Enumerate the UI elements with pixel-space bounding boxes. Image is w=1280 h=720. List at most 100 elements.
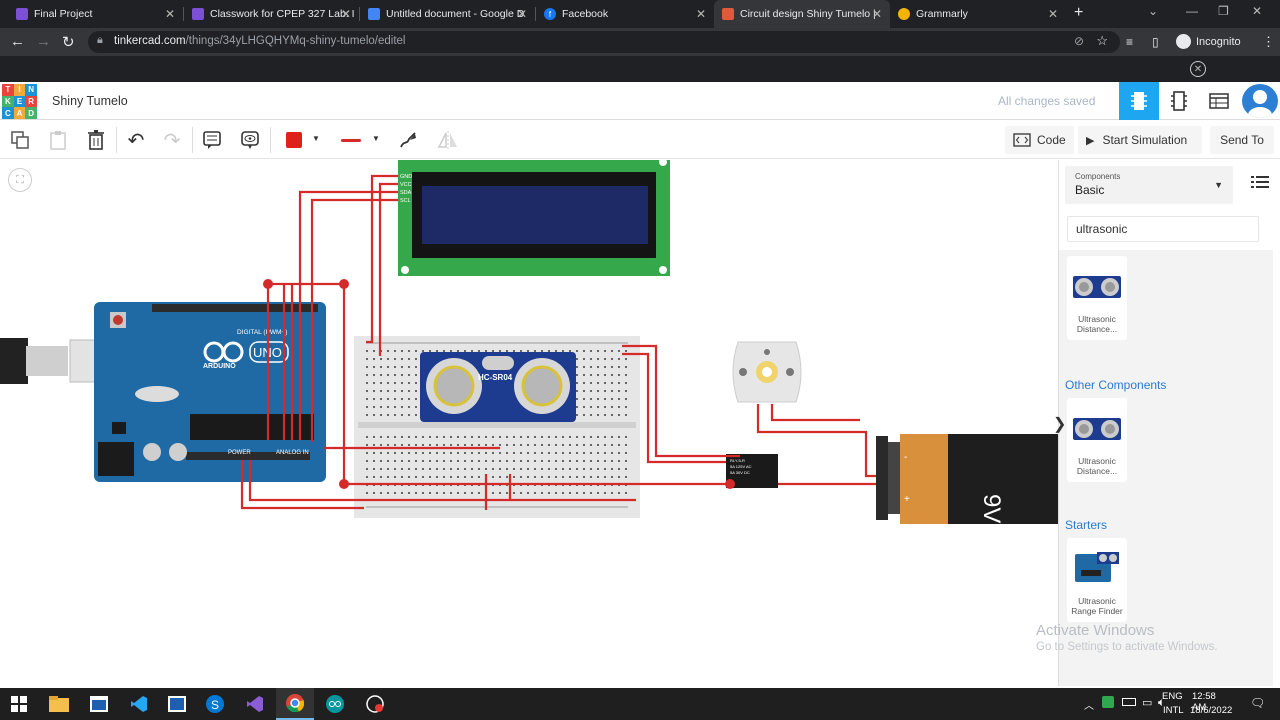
battery-label: 9V: [978, 494, 1005, 523]
circuit-view-button[interactable]: [1119, 82, 1159, 120]
component-card[interactable]: Ultrasonic Range Finder: [1067, 538, 1127, 622]
network-icon[interactable]: ▭: [1142, 697, 1153, 709]
tinkercad-logo[interactable]: T I N K E R C A D: [2, 84, 37, 119]
lcd-pin-label: GND: [400, 174, 412, 180]
browser-tab[interactable]: Untitled document - Google D ✕: [360, 0, 535, 28]
list-view-button[interactable]: [1251, 174, 1271, 194]
lcd-i2c-display[interactable]: GND VCC SDA SCL: [398, 160, 670, 276]
arduino-ide-icon[interactable]: [316, 688, 354, 720]
battery-icon[interactable]: [1122, 698, 1136, 706]
tab-title: Facebook: [562, 8, 609, 20]
toggle-notes-button[interactable]: [238, 128, 262, 152]
maximize-icon[interactable]: ❐: [1218, 4, 1229, 18]
browser-tab[interactable]: Grammarly ✕: [890, 0, 1066, 28]
minimize-icon[interactable]: —: [1186, 4, 1198, 18]
tab-title: Grammarly: [916, 8, 968, 20]
tab-search-icon[interactable]: ⌄: [1148, 4, 1159, 18]
reading-list-icon[interactable]: ≡: [1126, 35, 1134, 49]
hc-sr04-sensor[interactable]: HC-SR04: [420, 352, 576, 422]
sensor-label: HC-SR04: [478, 373, 513, 382]
chevron-down-icon[interactable]: ▼: [372, 134, 380, 143]
tracking-blocked-icon[interactable]: ⊘: [1073, 34, 1084, 48]
start-simulation-button[interactable]: ▶ Start Simulation: [1078, 126, 1202, 154]
show-hidden-icons-icon[interactable]: ︿: [1084, 701, 1094, 712]
browser-tab[interactable]: Classwork for CPEP 327 Lab: I ✕: [184, 0, 359, 28]
reload-icon[interactable]: ↻: [62, 34, 75, 51]
copy-button[interactable]: [8, 128, 32, 152]
relay-label: 5A 125V AC: [730, 464, 752, 469]
schematic-view-button[interactable]: [1159, 82, 1199, 120]
app-icon[interactable]: [80, 688, 118, 720]
close-window-icon[interactable]: ✕: [1252, 4, 1263, 18]
chrome-icon[interactable]: [276, 688, 314, 720]
user-icon: [1248, 90, 1272, 118]
redo-button[interactable]: ↷: [160, 128, 184, 152]
tab-title: Final Project: [34, 8, 93, 20]
chevron-down-icon[interactable]: ▼: [312, 134, 320, 143]
tab-close-icon[interactable]: ✕: [340, 7, 351, 21]
incognito-badge[interactable]: Incognito: [1176, 34, 1241, 49]
undo-button[interactable]: ↶: [124, 128, 148, 152]
bookmark-star-icon[interactable]: ☆: [1096, 33, 1108, 48]
tab-title: Classwork for CPEP 327 Lab: I: [210, 8, 355, 20]
address-bar[interactable]: 🔒︎ tinkercad.com/things/34yLHGQHYMq-shin…: [88, 31, 1120, 53]
keyboard-layout-label[interactable]: INTL: [1163, 705, 1184, 716]
code-button[interactable]: Code: [1005, 126, 1074, 154]
tab-close-icon[interactable]: ✕: [516, 7, 527, 21]
user-avatar[interactable]: [1242, 84, 1278, 118]
visual-studio-icon[interactable]: [236, 688, 274, 720]
paste-button[interactable]: [46, 128, 70, 152]
lcd-pin-label: SCL: [400, 198, 411, 204]
undo-icon: ↶: [127, 129, 145, 152]
windows-start-icon[interactable]: [0, 688, 38, 720]
clear-search-icon[interactable]: ✕: [1190, 61, 1206, 77]
tab-title: Untitled document - Google D: [386, 8, 525, 20]
clock-date[interactable]: 18/6/2022: [1190, 705, 1233, 716]
app-icon[interactable]: [158, 688, 196, 720]
component-card[interactable]: Ultrasonic Distance...: [1067, 398, 1127, 482]
notifications-icon[interactable]: 🗨︎: [1250, 696, 1266, 710]
component-search-input[interactable]: [1067, 216, 1259, 242]
wire-type-button[interactable]: [338, 128, 364, 152]
battery-9v[interactable]: 9V - +: [876, 434, 1058, 524]
zoom-to-fit-icon[interactable]: ⛶: [8, 168, 32, 192]
dc-motor[interactable]: [732, 341, 802, 403]
schematic-icon: [1171, 91, 1187, 111]
side-panel-icon[interactable]: ▯: [1152, 35, 1159, 49]
circuit-canvas[interactable]: ⛶ UNO ARDUINO DIGITAL (PWM~): [0, 160, 1058, 686]
circuit-diagram[interactable]: UNO ARDUINO DIGITAL (PWM~) POWER ANALOG …: [0, 160, 1058, 686]
browser-menu-icon[interactable]: ⋮: [1262, 34, 1275, 49]
wire-color-button[interactable]: [282, 128, 306, 152]
vscode-icon[interactable]: [120, 688, 158, 720]
collapse-panel-icon[interactable]: ❯: [1053, 416, 1067, 433]
components-dropdown[interactable]: Components Basic ▼: [1065, 166, 1233, 204]
flip-button[interactable]: [436, 128, 460, 152]
ultrasonic-sensor-thumbnail: [1073, 418, 1121, 440]
security-icon[interactable]: [1102, 696, 1114, 708]
forward-icon[interactable]: →: [36, 33, 51, 50]
component-list-button[interactable]: [1199, 82, 1239, 120]
delete-button[interactable]: [84, 128, 108, 152]
lock-icon[interactable]: 🔒︎: [97, 34, 103, 46]
wire-tool-button[interactable]: [396, 128, 420, 152]
volume-icon[interactable]: 🔈︎: [1158, 695, 1166, 709]
svg-text:S: S: [211, 698, 219, 712]
design-title[interactable]: Shiny Tumelo: [52, 94, 128, 108]
clock-time[interactable]: 12:58 AM: [1192, 691, 1216, 713]
send-to-button[interactable]: Send To: [1210, 126, 1274, 154]
language-label[interactable]: ENG: [1162, 691, 1183, 702]
tab-close-icon[interactable]: ✕: [1047, 7, 1058, 21]
file-explorer-icon[interactable]: [40, 688, 78, 720]
notes-button[interactable]: [200, 128, 224, 152]
tab-close-icon[interactable]: ✕: [695, 7, 706, 21]
tab-close-icon[interactable]: ✕: [871, 7, 882, 21]
new-tab-icon[interactable]: +: [1074, 4, 1084, 21]
browser-tab[interactable]: Final Project ✕: [8, 0, 183, 28]
browser-tab[interactable]: f Facebook ✕: [536, 0, 714, 28]
component-card[interactable]: Ultrasonic Distance...: [1067, 256, 1127, 340]
browser-tab-active[interactable]: Circuit design Shiny Tumelo | ✕: [714, 0, 890, 28]
tab-close-icon[interactable]: ✕: [164, 7, 175, 21]
skype-icon[interactable]: S: [196, 688, 234, 720]
screen-recorder-icon[interactable]: [356, 688, 394, 720]
back-icon[interactable]: ←: [10, 33, 25, 50]
